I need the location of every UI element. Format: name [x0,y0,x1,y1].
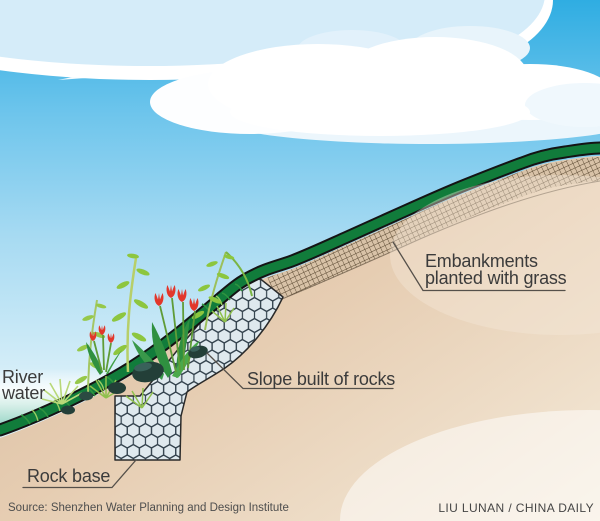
cloud-puff [230,88,530,136]
cloud-swoosh [58,70,188,80]
riverbank-plants [20,251,253,425]
slope-highlight [390,175,600,335]
fern-tuft [89,302,235,409]
slope-rocks-label: Slope built of rocks [247,369,396,389]
rock-base-leader-line [22,459,137,489]
source-credit: Source: Shenzhen Water Planning and Desi… [8,502,289,514]
tall-plant [111,253,150,373]
grass-blades [20,283,243,425]
grass-blades-light [31,295,223,422]
embankments-label: Embankments planted with grass [425,251,567,288]
corner-highlight [340,410,600,521]
grass-band [0,141,600,437]
photographer-credit: LIU LUNAN / CHINA DAILY [438,501,594,515]
slope-rocks-leader-line [206,352,394,390]
rocks [61,345,208,415]
red-flowers [89,285,199,373]
embankments-leader-line [392,241,566,292]
flower-bloom [89,285,199,343]
clouds [0,0,600,144]
cloud-puff [525,83,600,127]
river-water-label: River water [2,367,46,403]
fern-tuft [41,378,83,405]
embankment-mesh-band [260,157,600,320]
rock-base-label: Rock base [27,466,111,486]
tall-plant [191,251,253,331]
gabion-rock-structure [114,272,284,461]
